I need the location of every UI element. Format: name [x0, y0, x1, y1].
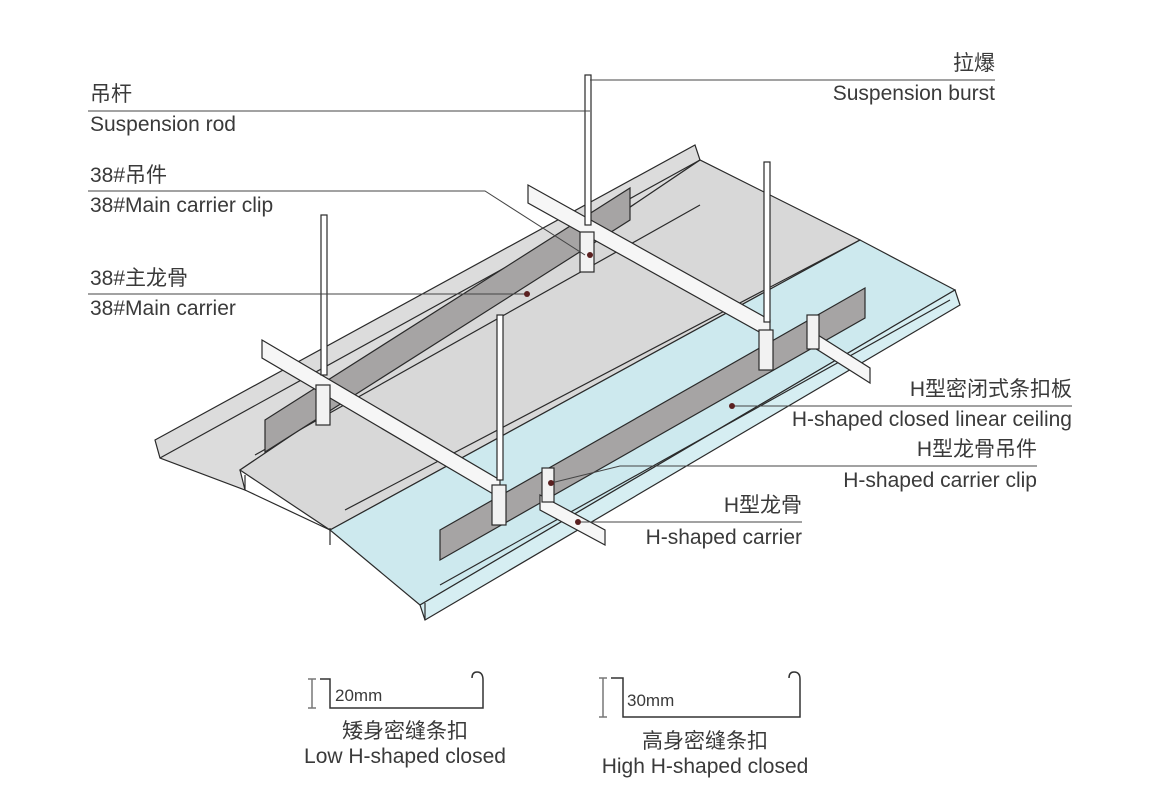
suspension-rod [584, 74, 592, 226]
profile-low [308, 671, 484, 709]
label-h-carrier-zh: H型龙骨 [723, 494, 802, 517]
leader-carrier-clip [550, 465, 1037, 484]
label-suspension-burst-zh: 拉爆 [953, 52, 995, 75]
panel-blue-lip [419, 289, 961, 621]
profile-high-zh: 高身密缝条扣 [642, 730, 768, 753]
label-main-carrier-clip-zh: 38#吊件 [90, 164, 168, 187]
leader-dots [524, 252, 735, 525]
leader-lines [88, 79, 1072, 523]
groove-line [344, 239, 861, 511]
label-carrier-clip-zh: H型龙骨吊件 [916, 438, 1037, 461]
leader-main-carrier-clip [88, 190, 586, 256]
profile-high [599, 671, 801, 718]
label-suspension-rod-zh: 吊杆 [90, 83, 132, 106]
groove-line [439, 299, 951, 586]
carrier-clip [806, 314, 820, 350]
panel-edge [244, 489, 331, 531]
carrier-clip [758, 329, 774, 371]
main-carrier-bar-1 [264, 186, 631, 454]
profile-outline [320, 671, 484, 709]
main-carrier-clip [579, 231, 595, 273]
carrier-clip [541, 467, 555, 503]
label-closed-linear-ceiling-en: H-shaped closed linear ceiling [791, 408, 1072, 431]
clips [315, 231, 820, 526]
label-h-carrier-en: H-shaped carrier [645, 526, 802, 549]
carrier-clip [491, 484, 507, 526]
leader-dot [548, 480, 554, 486]
label-main-carrier-en: 38#Main carrier [90, 297, 236, 320]
profile-outline [611, 671, 801, 718]
label-carrier-clip-en: H-shaped carrier clip [843, 469, 1037, 492]
profile-low-zh: 矮身密缝条扣 [342, 720, 468, 743]
suspension-rod [496, 314, 504, 481]
leader-dot [575, 519, 581, 525]
main-carrier-clip [315, 384, 331, 426]
profile-high-en: High H-shaped closed [601, 755, 809, 778]
suspension-rods [320, 74, 771, 481]
label-suspension-rod-en: Suspension rod [90, 113, 236, 136]
leader-dot [729, 403, 735, 409]
suspension-rod [320, 214, 328, 376]
label-main-carrier-zh: 38#主龙骨 [90, 267, 189, 290]
leader-dot [587, 252, 593, 258]
profile-low-dimension: 20mm [335, 686, 383, 705]
leader-dot [524, 291, 530, 297]
label-suspension-burst-en: Suspension burst [832, 82, 995, 105]
label-main-carrier-clip-en: 38#Main carrier clip [90, 194, 274, 217]
cross-carrier [539, 493, 606, 547]
profile-high-dimension: 30mm [627, 691, 675, 710]
profile-low-en: Low H-shaped closed [304, 745, 506, 768]
suspension-rod [763, 161, 771, 323]
label-closed-linear-ceiling-zh: H型密闭式条扣板 [909, 378, 1072, 401]
